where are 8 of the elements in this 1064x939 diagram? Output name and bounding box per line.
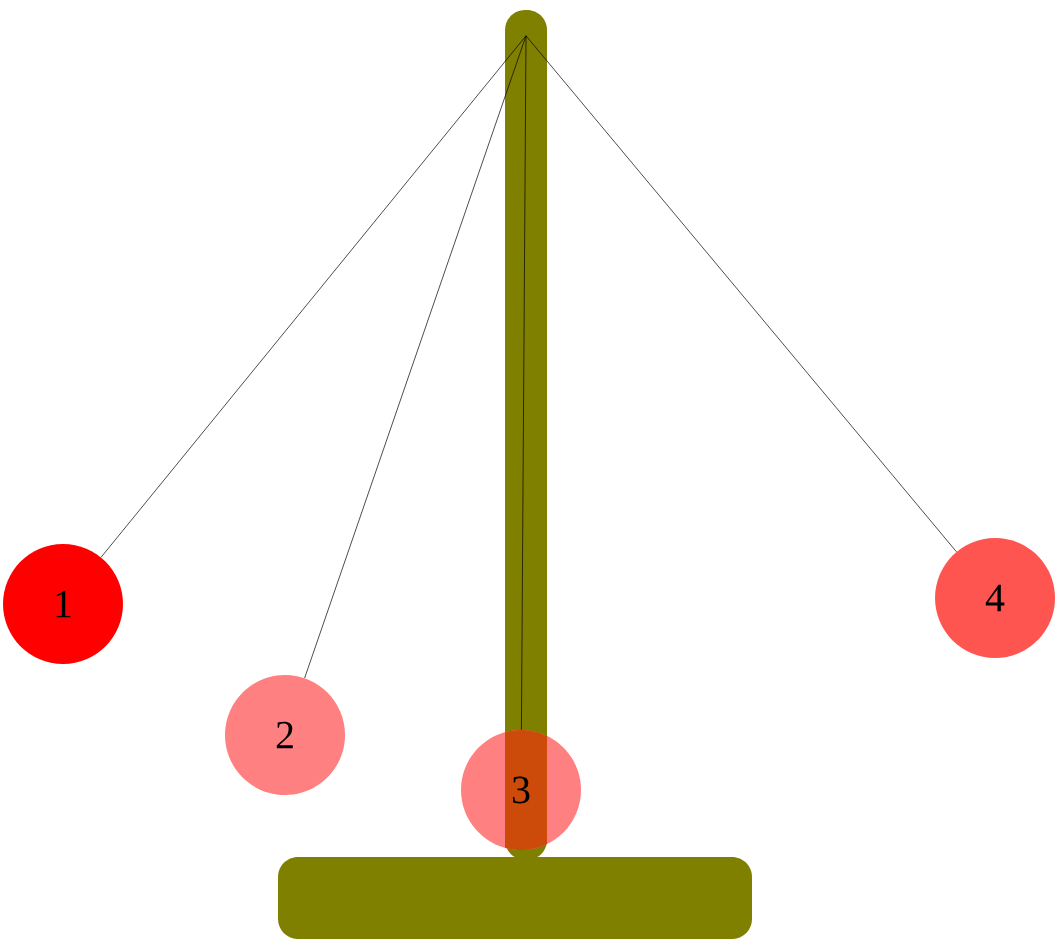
pendulum-bob: 4: [935, 538, 1055, 658]
string: [525, 35, 957, 553]
pendulum-bob: 1: [3, 544, 123, 664]
string: [304, 35, 527, 679]
string: [100, 35, 527, 558]
pendulum-bob: 2: [225, 675, 345, 795]
string: [521, 35, 527, 731]
pendulum-stand: [278, 10, 752, 939]
